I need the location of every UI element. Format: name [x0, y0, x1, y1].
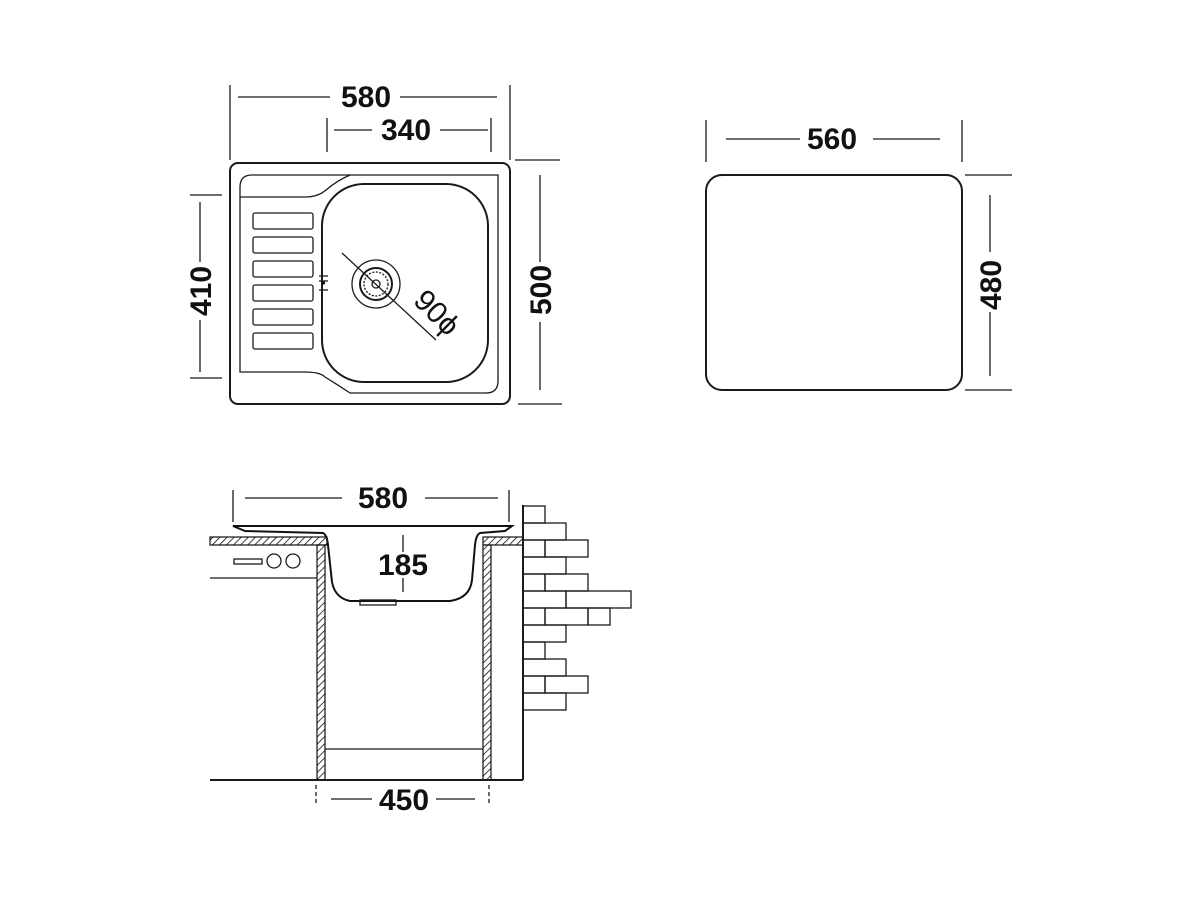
diameter-line [341, 252, 437, 341]
dim-cutout-length: 480 [965, 174, 1012, 391]
cabinet-panel-right [482, 544, 492, 781]
sink-section-profile [232, 525, 516, 602]
stove-controls-icon [233, 553, 301, 569]
svg-text:580: 580 [341, 81, 391, 114]
brick-wall-icon [522, 505, 632, 711]
dim-cabinet-width: 450 [315, 784, 490, 817]
sink-rim [239, 174, 499, 394]
dim-width-overall: 580 [229, 81, 511, 160]
countertop-right [482, 536, 524, 546]
svg-text:500: 500 [525, 265, 558, 315]
drain-diameter-label: 90ϕ [407, 284, 466, 343]
svg-text:560: 560 [807, 123, 857, 156]
overflow-icon [319, 275, 328, 291]
sink-outline [229, 162, 511, 405]
svg-text:450: 450 [379, 784, 429, 817]
drain-icon [351, 259, 401, 309]
dim-bowl-length: 410 [185, 194, 222, 379]
dim-length-overall: 500 [515, 159, 562, 405]
cabinet-panel-left [316, 544, 326, 781]
drain-outlet [359, 599, 397, 606]
drainboard-edge-top [240, 174, 351, 198]
svg-text:410: 410 [185, 266, 218, 316]
section-view: 580 185 450 [209, 482, 632, 817]
svg-text:185: 185 [378, 549, 428, 582]
dim-bowl-width: 340 [326, 114, 492, 152]
dim-section-width: 580 [232, 482, 510, 522]
dim-cutout-width: 560 [705, 120, 963, 162]
svg-text:580: 580 [358, 482, 408, 515]
cutout-view: 560 480 [705, 120, 1012, 391]
sink-bowl [321, 183, 489, 383]
dim-depth: 185 [378, 535, 428, 592]
drainboard-slots [252, 212, 314, 350]
top-view: 90ϕ 580 340 410 500 [185, 81, 562, 405]
countertop-left [209, 536, 328, 546]
svg-text:340: 340 [381, 114, 431, 147]
cutout-outline [705, 174, 963, 391]
svg-text:480: 480 [975, 260, 1008, 310]
